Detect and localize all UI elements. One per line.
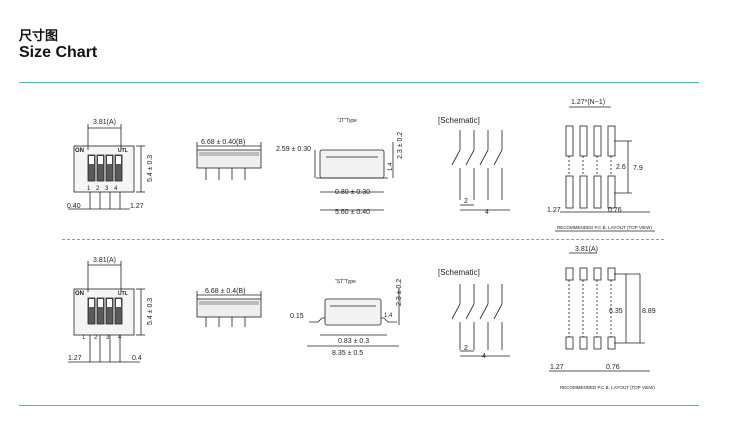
row1-pcb-top: 1.27*(N−1): [571, 99, 605, 106]
row2-pitch: 1.27: [68, 355, 82, 362]
row1-pcb-26: 2.6: [616, 164, 626, 171]
row2-sch-4: 4: [482, 353, 486, 360]
row2-side-width: 6.68 ± 0.4(B): [205, 288, 245, 295]
row1-lead-gap: 0.80 ± 0.30: [335, 189, 370, 196]
row2-schematic-title: [Schematic]: [438, 268, 480, 277]
row2-lead-h: 1.4: [384, 313, 393, 319]
row1-total-height: 2.3 ± 0.2: [397, 132, 404, 159]
row1-overall-width: 5.60 ± 0.40: [335, 209, 370, 216]
row1-side-width: 6.68 ± 0.40(B): [201, 139, 245, 146]
row1-pcb-caption: RECOMMENDED P.C.B. LAYOUT (TOP VIEW): [557, 225, 652, 230]
row2-lead-width: 0.4: [132, 355, 142, 362]
row2-pcb-top: 3.81(A): [575, 246, 598, 253]
row1-lead-width: 0.40: [67, 203, 81, 210]
row1-side-view: [196, 142, 262, 180]
row2-lead-thk: 0.15: [290, 313, 304, 320]
row1-pcb-127: 1.27: [547, 207, 561, 214]
row2-total-height: 2.3 ± 0.2: [396, 279, 403, 306]
row2-pcb-caption: RECOMMENDED P.C.B. LAYOUT (TOP VIEW): [560, 385, 655, 390]
row1-type: "JT"Type: [337, 118, 357, 124]
row1-pos-4: 4: [114, 186, 118, 192]
row2-on-label: ON: [75, 291, 84, 297]
row1-on-label: ON: [75, 148, 84, 154]
row2-side-view: [196, 291, 262, 327]
row1-sch-2: 2: [464, 198, 468, 205]
row1-pcb-076: 0.76: [608, 207, 622, 214]
bottom-divider: [19, 405, 699, 406]
row2-lead-gap: 0.83 ± 0.3: [338, 338, 369, 345]
row1-jt-view: [314, 142, 394, 211]
row1-pos-3: 3: [105, 186, 109, 192]
row1-pitch: 1.27: [130, 203, 144, 210]
row1-schematic-title: [Schematic]: [438, 116, 480, 125]
row1-pos-1: 1: [87, 186, 91, 192]
row1-sch-4: 4: [485, 209, 489, 216]
row2-brand: UTL: [118, 291, 128, 297]
row1-body-height: 2.59 ± 0.30: [276, 146, 311, 153]
title-english: Size Chart: [19, 44, 98, 61]
row1-pos-2: 2: [96, 186, 100, 192]
row2-pos-4: 4: [118, 335, 122, 341]
row2-pcb-889: 8.89: [642, 308, 656, 315]
row1-lead-h: 1.4: [388, 162, 394, 171]
row1-pcb-layout: [555, 106, 655, 232]
row2-top-view: [68, 261, 145, 363]
row1-pcb-79: 7.9: [633, 165, 643, 172]
row2-width-dim: 3.81(A): [93, 257, 116, 264]
row2-sch-2: 2: [464, 345, 468, 352]
top-divider: [19, 82, 699, 83]
row1-brand: UTL: [118, 148, 128, 154]
row1-schematic: [451, 130, 510, 211]
row2-pos-3: 3: [106, 335, 110, 341]
row2-pcb-127: 1.27: [550, 364, 564, 371]
row2-pos-2: 2: [94, 335, 98, 341]
row2-pcb-635: 6.35: [609, 308, 623, 315]
row1-height-dim: 5.4 ± 0.3: [147, 155, 154, 182]
row2-type: "ST"Type: [335, 279, 356, 285]
row2-height-dim: 5.4 ± 0.3: [147, 298, 154, 325]
row2-pos-1: 1: [82, 335, 86, 341]
row2-overall-width: 8.35 ± 0.5: [332, 350, 363, 357]
row-separator: [62, 239, 664, 240]
row2-pcb-layout: [549, 252, 650, 372]
row2-st-view: [307, 288, 400, 347]
row2-pcb-076: 0.76: [606, 364, 620, 371]
row1-top-view: [68, 124, 145, 210]
title-chinese: 尺寸图: [19, 28, 59, 43]
row1-width-dim: 3.81(A): [93, 119, 116, 126]
row2-schematic: [451, 284, 510, 357]
